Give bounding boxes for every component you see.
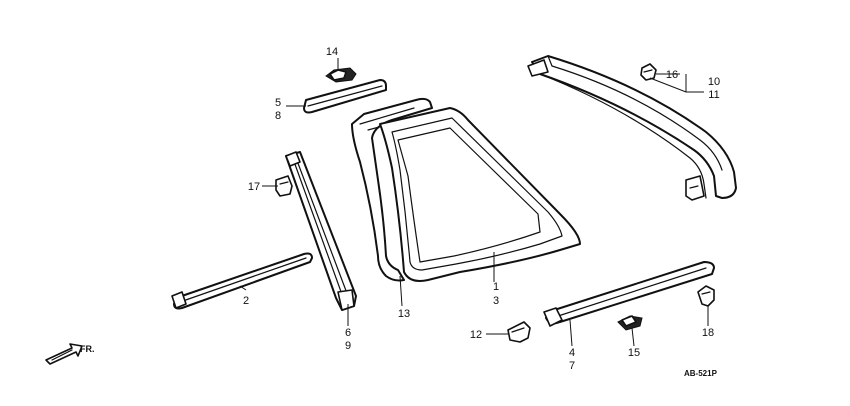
callout-13: 13 (398, 308, 410, 320)
leader-lines (239, 58, 709, 347)
callout-9: 9 (345, 340, 351, 352)
callout-12: 12 (470, 329, 482, 341)
front-direction-arrow (45, 343, 83, 365)
callout-4: 4 (569, 347, 575, 359)
diagram-code: AB-521P (684, 369, 718, 378)
callout-1: 1 (493, 281, 499, 293)
callout-14: 14 (326, 46, 338, 58)
clip-15 (617, 315, 643, 331)
upper-molding-piece (303, 79, 387, 114)
callout-10: 10 (708, 76, 720, 88)
belt-molding (171, 252, 313, 310)
clip-17 (275, 175, 293, 197)
roof-side-molding (527, 55, 737, 201)
callout-16: 16 (666, 69, 678, 81)
sill-molding (543, 261, 715, 327)
pillar-garnish (285, 151, 357, 311)
quarter-window-glass (379, 107, 581, 282)
clip-14 (325, 67, 357, 83)
callout-2: 2 (243, 295, 249, 307)
callout-15: 15 (628, 347, 640, 359)
clip-16 (640, 63, 657, 81)
callout-17: 17 (248, 181, 260, 193)
clip-12 (507, 321, 531, 343)
callout-11: 11 (708, 89, 719, 101)
clip-18 (697, 285, 715, 307)
callout-7: 7 (569, 360, 575, 372)
callout-6: 6 (345, 327, 351, 339)
callout-5: 5 (275, 97, 281, 109)
front-direction-label: FR. (80, 344, 95, 354)
callout-8: 8 (275, 110, 281, 122)
callout-3: 3 (493, 295, 499, 307)
callout-18: 18 (702, 327, 714, 339)
